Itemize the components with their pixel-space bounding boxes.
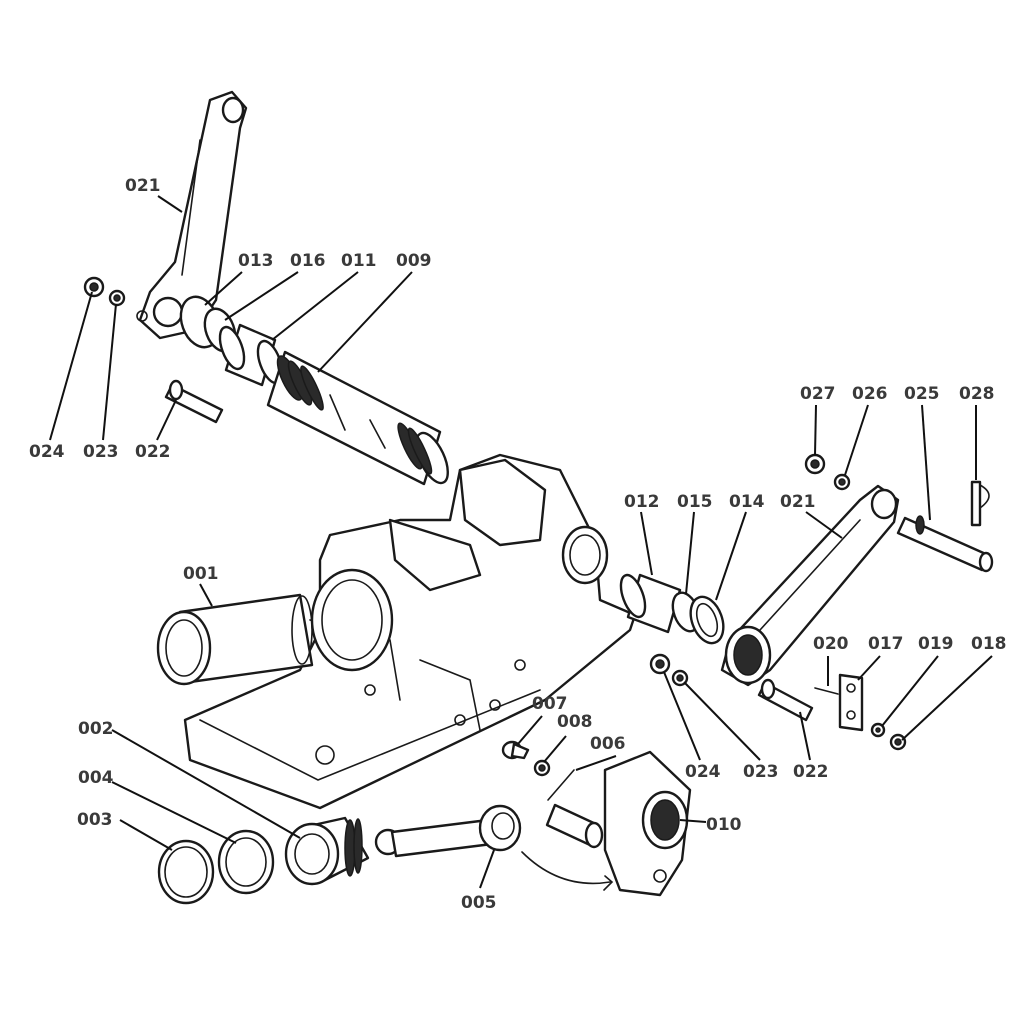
right-washer (671, 669, 689, 687)
small-washer-019 (870, 722, 886, 738)
label-003: 003 (77, 810, 113, 830)
right-lift-arm (720, 484, 900, 687)
label-006: 006 (590, 734, 626, 754)
label-001: 001 (183, 564, 219, 584)
label-017: 017 (868, 634, 904, 654)
spring-008 (533, 759, 551, 777)
left-washer (108, 289, 126, 307)
right-upper-nut (804, 453, 826, 475)
label-024-left: 024 (29, 442, 65, 462)
right-seal-ring-014 (689, 595, 725, 645)
lift-housing (183, 453, 637, 810)
connecting-rod (374, 804, 522, 858)
label-018: 018 (971, 634, 1007, 654)
left-bolt (164, 379, 224, 424)
lift-pin (896, 515, 994, 573)
label-011: 011 (341, 251, 377, 271)
label-008: 008 (557, 712, 593, 732)
right-bolt (757, 678, 814, 722)
label-023-left: 023 (83, 442, 119, 462)
label-004: 004 (78, 768, 114, 788)
stop-bracket (838, 673, 864, 732)
label-015: 015 (677, 492, 713, 512)
label-007: 007 (532, 694, 568, 714)
stop-pin (814, 687, 839, 695)
label-010: 010 (706, 815, 742, 835)
cross-shaft (266, 350, 449, 486)
piston-ring-003 (157, 839, 215, 905)
label-013: 013 (238, 251, 274, 271)
label-014: 014 (729, 492, 765, 512)
lift-crank (521, 750, 692, 897)
right-nut (649, 653, 671, 675)
part-labels: 021 013 016 011 009 024 023 022 001 027 … (29, 176, 1007, 913)
leader-lines (49, 195, 993, 889)
lynch-pin (970, 480, 990, 527)
crank-pin (545, 769, 604, 849)
label-016: 016 (290, 251, 326, 271)
lift-cylinder (156, 593, 314, 686)
label-021-right: 021 (780, 492, 816, 512)
label-023-right: 023 (743, 762, 779, 782)
label-002: 002 (78, 719, 114, 739)
label-025: 025 (904, 384, 940, 404)
left-lift-arm (136, 90, 248, 340)
label-022-left: 022 (135, 442, 171, 462)
label-019: 019 (918, 634, 954, 654)
right-upper-washer (833, 473, 851, 491)
label-020: 020 (813, 634, 849, 654)
label-022-right: 022 (793, 762, 829, 782)
label-026: 026 (852, 384, 888, 404)
label-028: 028 (959, 384, 995, 404)
left-nut (83, 276, 105, 298)
label-009: 009 (396, 251, 432, 271)
plug-007 (501, 740, 530, 760)
piston (284, 816, 370, 886)
label-021-left: 021 (125, 176, 161, 196)
label-005: 005 (461, 893, 497, 913)
right-bushing (619, 573, 682, 634)
label-012: 012 (624, 492, 660, 512)
piston-ring-004 (217, 829, 275, 895)
label-024-right: 024 (685, 762, 721, 782)
label-027: 027 (800, 384, 836, 404)
small-nut-018 (889, 733, 907, 751)
